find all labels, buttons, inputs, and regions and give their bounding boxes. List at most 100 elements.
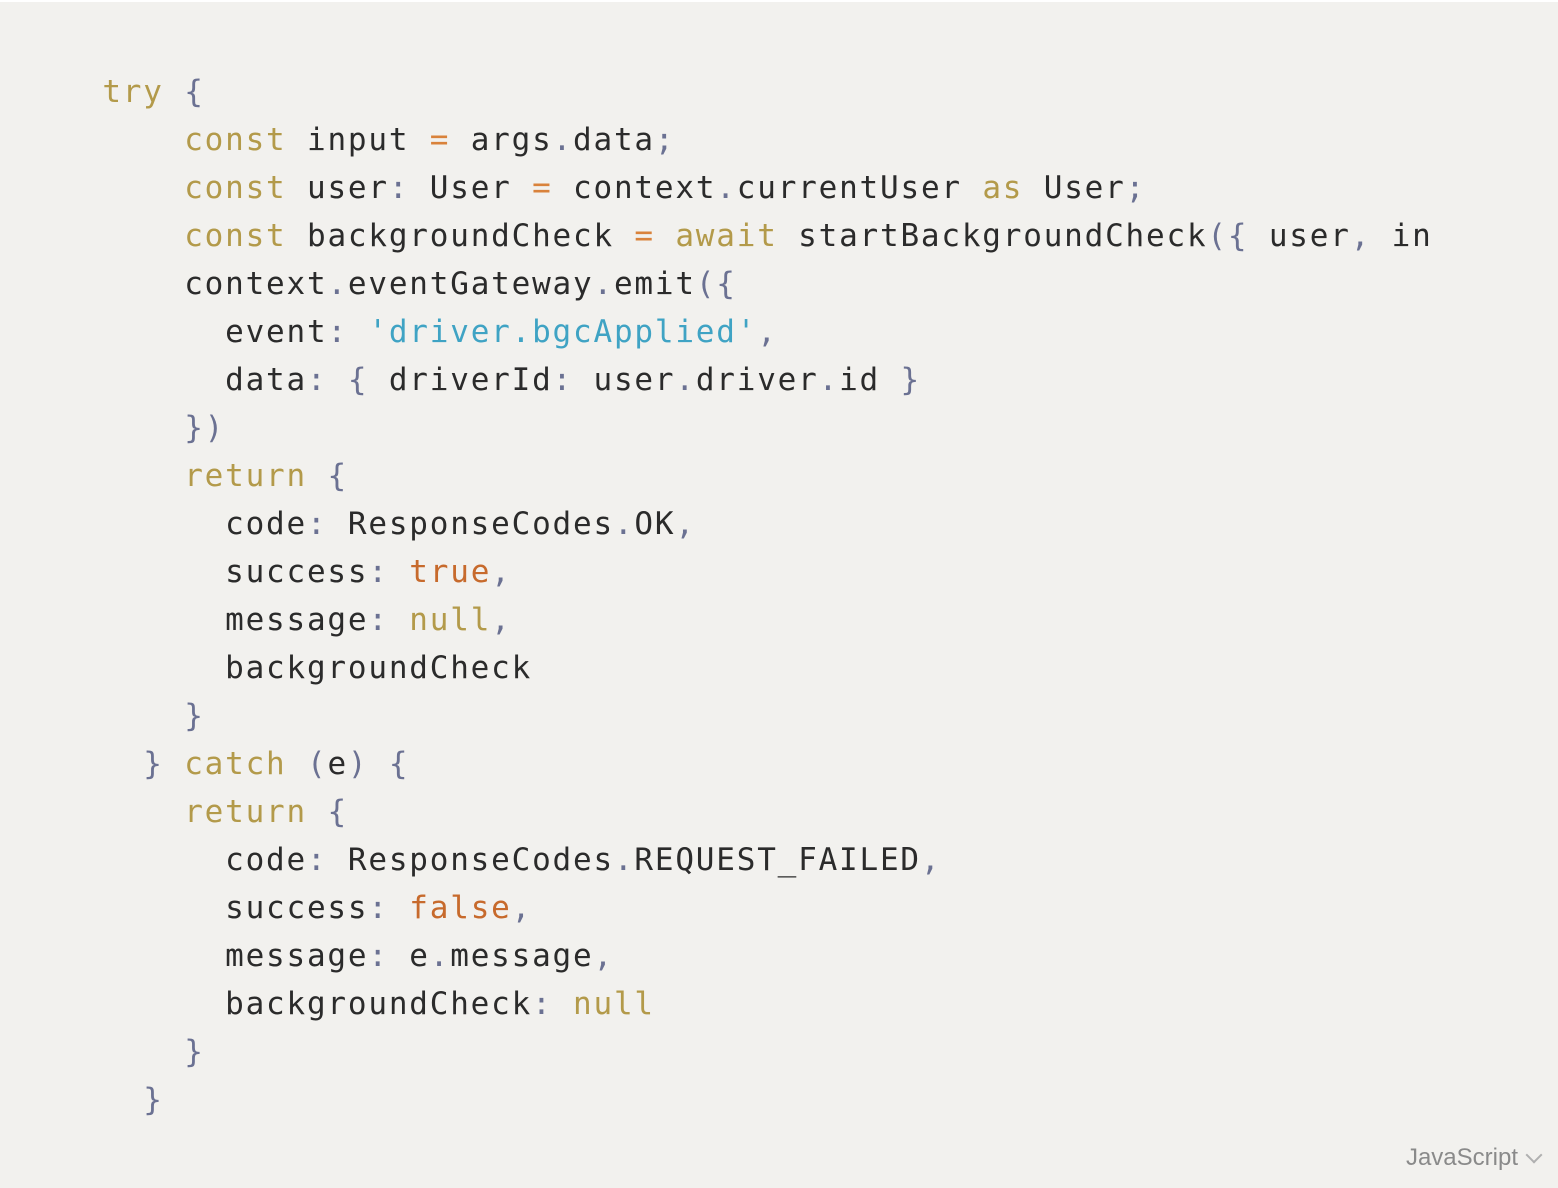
code-token: backgroundCheck [225, 986, 533, 1022]
code-token: e [388, 938, 430, 974]
code-token: : [368, 890, 389, 926]
code-indent [0, 794, 184, 830]
code-line: } catch (e) { [0, 740, 1558, 788]
code-token: User [1023, 170, 1126, 206]
code-token: context [184, 266, 328, 302]
code-token: User [409, 170, 533, 206]
code-token: { [347, 362, 369, 398]
code-token [164, 74, 184, 110]
code-token: . [552, 122, 574, 158]
code-token: e [327, 746, 348, 782]
code-token: success [225, 890, 369, 926]
code-token: input [286, 122, 430, 158]
code-token [348, 314, 368, 350]
code-token: user [286, 170, 389, 206]
code-token [307, 458, 327, 494]
code-token: return [184, 458, 307, 494]
code-token: { [327, 794, 348, 830]
code-token: user [573, 362, 676, 398]
code-indent [0, 122, 184, 158]
code-token: ) [347, 746, 369, 782]
code-token: } [184, 698, 205, 734]
code-token: : [306, 506, 328, 542]
code-token: , [757, 314, 778, 350]
code-token: REQUEST_FAILED [634, 842, 921, 878]
code-token: , [593, 938, 614, 974]
code-line: message: e.message, [0, 932, 1558, 980]
code-indent [0, 602, 225, 638]
code-indent [0, 1082, 143, 1118]
code-token: : [306, 362, 328, 398]
code-token: data [225, 362, 307, 398]
code-token: id [839, 362, 901, 398]
code-indent [0, 938, 225, 974]
code-token: , [1350, 218, 1372, 254]
code-token: try [102, 74, 164, 110]
code-token: , [491, 602, 512, 638]
code-token: : [552, 362, 574, 398]
code-indent [0, 986, 225, 1022]
code-token: : [368, 938, 389, 974]
code-token: : [532, 986, 553, 1022]
code-token: data [573, 122, 655, 158]
code-token: true [409, 554, 492, 590]
code-token: 'driver.bgcApplied' [368, 314, 758, 350]
code-token: context [552, 170, 717, 206]
code-token: code [225, 506, 307, 542]
code-token: event [225, 314, 328, 350]
code-indent [0, 170, 184, 206]
code-token: ResponseCodes [327, 842, 614, 878]
code-token: const [184, 218, 287, 254]
code-token: message [225, 938, 369, 974]
code-content[interactable]: try { const input = args.data; const use… [0, 68, 1558, 1124]
code-token: . [716, 170, 737, 206]
code-token: ; [1125, 170, 1147, 206]
code-token: , [511, 890, 533, 926]
code-indent [0, 266, 184, 302]
code-token: user [1248, 218, 1351, 254]
code-line: return { [0, 452, 1558, 500]
code-indent [0, 842, 225, 878]
code-indent [0, 698, 184, 734]
code-token: emit [613, 266, 696, 302]
code-token: , [491, 554, 512, 590]
code-indent [0, 746, 143, 782]
code-token [307, 794, 327, 830]
code-token: await [675, 218, 778, 254]
code-indent [0, 314, 225, 350]
code-line: }) [0, 404, 1558, 452]
code-line: context.eventGateway.emit({ [0, 260, 1558, 308]
code-token: : [306, 842, 328, 878]
code-token: success [225, 554, 369, 590]
code-line: } [0, 1028, 1558, 1076]
code-token: in [1371, 218, 1433, 254]
code-token: driverId [368, 362, 553, 398]
code-token: { [388, 746, 410, 782]
code-token: = [429, 122, 451, 158]
code-token: } [900, 362, 921, 398]
language-label: JavaScript [1405, 1144, 1518, 1171]
code-token: . [593, 266, 614, 302]
code-token [655, 218, 675, 254]
code-token: false [409, 890, 512, 926]
code-line: return { [0, 788, 1558, 836]
code-line: const backgroundCheck = await startBackg… [0, 212, 1558, 260]
code-token: currentUser [736, 170, 983, 206]
chevron-down-icon [1525, 1146, 1543, 1164]
code-token: null [573, 986, 655, 1022]
code-token: . [429, 938, 451, 974]
code-token [389, 602, 409, 638]
code-token: ({ [1207, 218, 1249, 254]
code-token: } [143, 1082, 164, 1118]
code-token: startBackgroundCheck [777, 218, 1208, 254]
code-token: eventGateway [347, 266, 594, 302]
code-token: } [184, 1034, 205, 1070]
code-token: : [388, 170, 410, 206]
code-token: . [327, 266, 348, 302]
code-line: backgroundCheck [0, 644, 1558, 692]
code-token: { [184, 74, 205, 110]
code-token: const [184, 122, 287, 158]
language-selector[interactable]: JavaScript [1405, 1144, 1543, 1172]
code-token: , [675, 506, 696, 542]
